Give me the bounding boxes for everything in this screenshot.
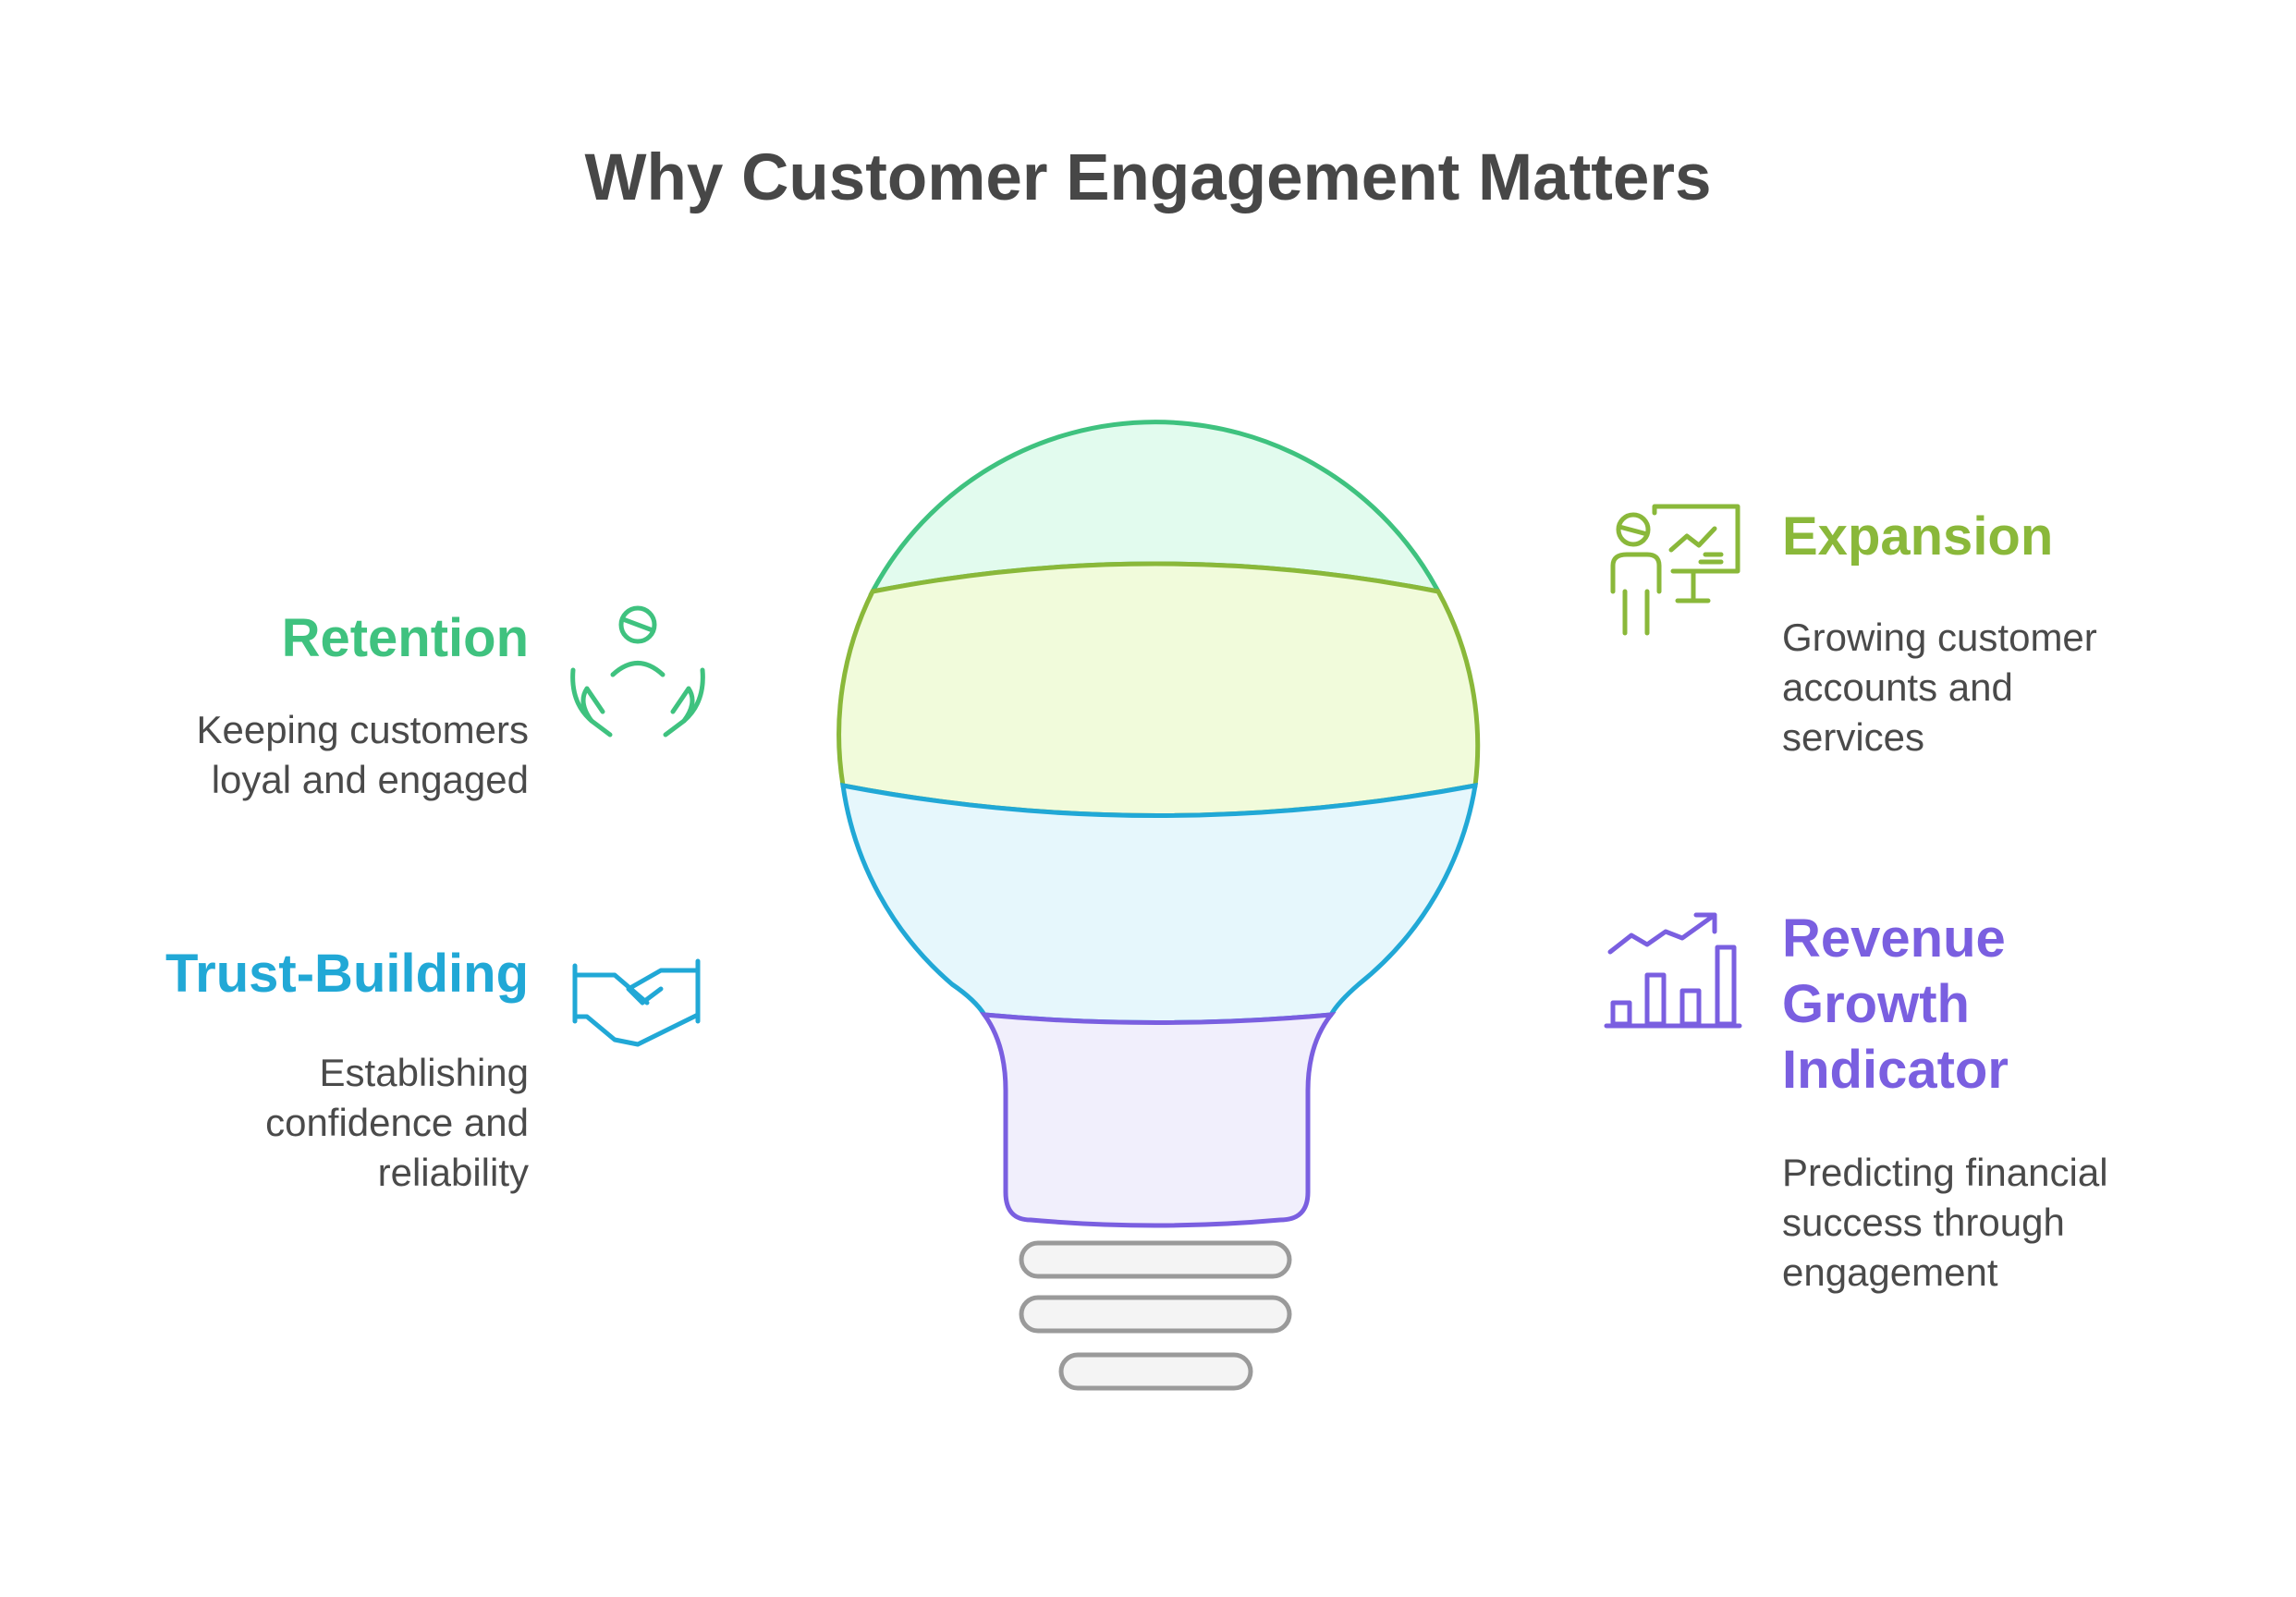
retention-heading: Retention (281, 608, 529, 668)
description-line: engagement (1782, 1250, 1998, 1294)
bulb-neck-revenue (979, 1011, 1337, 1228)
revenue-description: Predicting financial success through eng… (1782, 1148, 2244, 1298)
page-title: Why Customer Engagement Matters (584, 141, 1712, 214)
hands-holding-person-icon (570, 605, 705, 738)
trust-heading: Trust-Building (165, 944, 529, 1004)
description-line: accounts and (1782, 665, 2013, 709)
bulb-base-ring (1019, 1295, 1292, 1334)
heading-line: Indicator (1782, 1040, 2009, 1100)
description-line: loyal and engaged (211, 758, 529, 801)
expansion-heading: Expansion (1782, 506, 2054, 567)
description-line: success through (1782, 1201, 2065, 1244)
heading-line: Growth (1782, 974, 1970, 1034)
presenter-chart-icon (1610, 504, 1740, 636)
bulb-section-trust (840, 782, 1479, 1025)
bulb-section-expansion (837, 561, 1481, 818)
revenue-heading: Revenue Growth Indicator (1782, 906, 2198, 1103)
handshake-icon (572, 958, 701, 1047)
bulb-base-ring (1058, 1352, 1253, 1391)
retention-description: Keeping customers loyal and engaged (111, 705, 529, 805)
heading-line: Revenue (1782, 908, 2006, 969)
description-line: Predicting financial (1782, 1151, 2108, 1194)
description-line: confidence and (265, 1101, 529, 1144)
description-line: services (1782, 715, 1925, 759)
bulb-base-ring (1019, 1240, 1292, 1279)
description-line: Growing customer (1782, 616, 2097, 659)
description-line: Keeping customers (196, 708, 529, 751)
description-line: reliability (377, 1151, 529, 1194)
trust-description: Establishing confidence and reliability (111, 1048, 529, 1198)
expansion-description: Growing customer accounts and services (1782, 613, 2226, 762)
growth-bar-chart-icon (1604, 912, 1742, 1029)
description-line: Establishing (319, 1051, 529, 1094)
